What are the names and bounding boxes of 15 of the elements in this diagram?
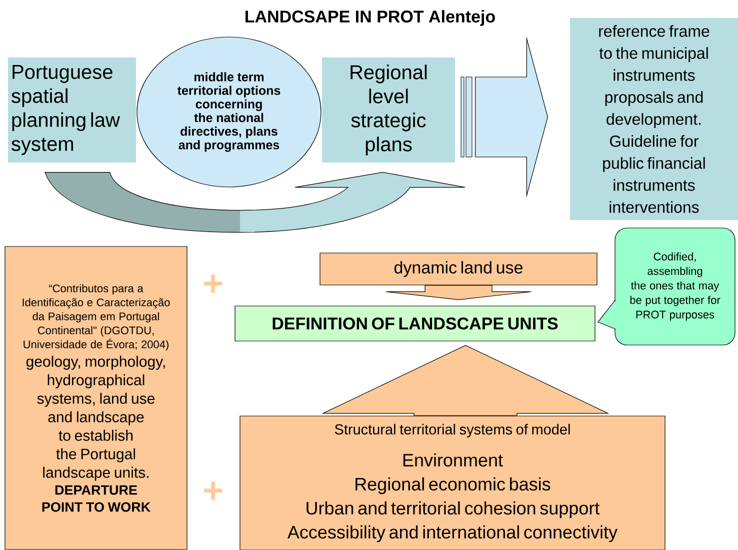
callout-bubble: Codified, assembling the ones that may be put together for PROT purposes (598, 228, 736, 346)
title: LANDCSAPE IN PROT Alentejo (246, 10, 495, 26)
result-box: DEFINITION OF LANDSCAPE UNITS (234, 306, 596, 342)
block-arrow (386, 285, 532, 300)
process-box: Regional level strategic plans (322, 58, 455, 162)
curved-block-arrow (44, 172, 466, 233)
plus-sign: + (204, 481, 222, 500)
result-box: reference frame to the municipal instruments proposals and development. Guideline for public financial instruments interventions (570, 18, 738, 220)
input-box: dynamic land use (320, 252, 598, 286)
systems-box: Structural territorial systems of model Environment Regional economic basis Urban and territorial cohesion support Accessibility and international connectivity (240, 416, 666, 550)
source-box: “Contributos para a Identificação e Caracterização da Paisagem em Portugal Continental" (DGOTDU, Universidade de Évora; 2004) geology, morphology, hydrographical systems, land use and landscape to establish the Portugal landscape units. DEPARTURE POINT TO WORK (4, 246, 188, 550)
block-arrow (322, 344, 610, 416)
process-box: Portuguese spatial planning law system (8, 58, 136, 162)
block-arrow (460, 36, 548, 198)
plus-sign: + (204, 274, 222, 293)
